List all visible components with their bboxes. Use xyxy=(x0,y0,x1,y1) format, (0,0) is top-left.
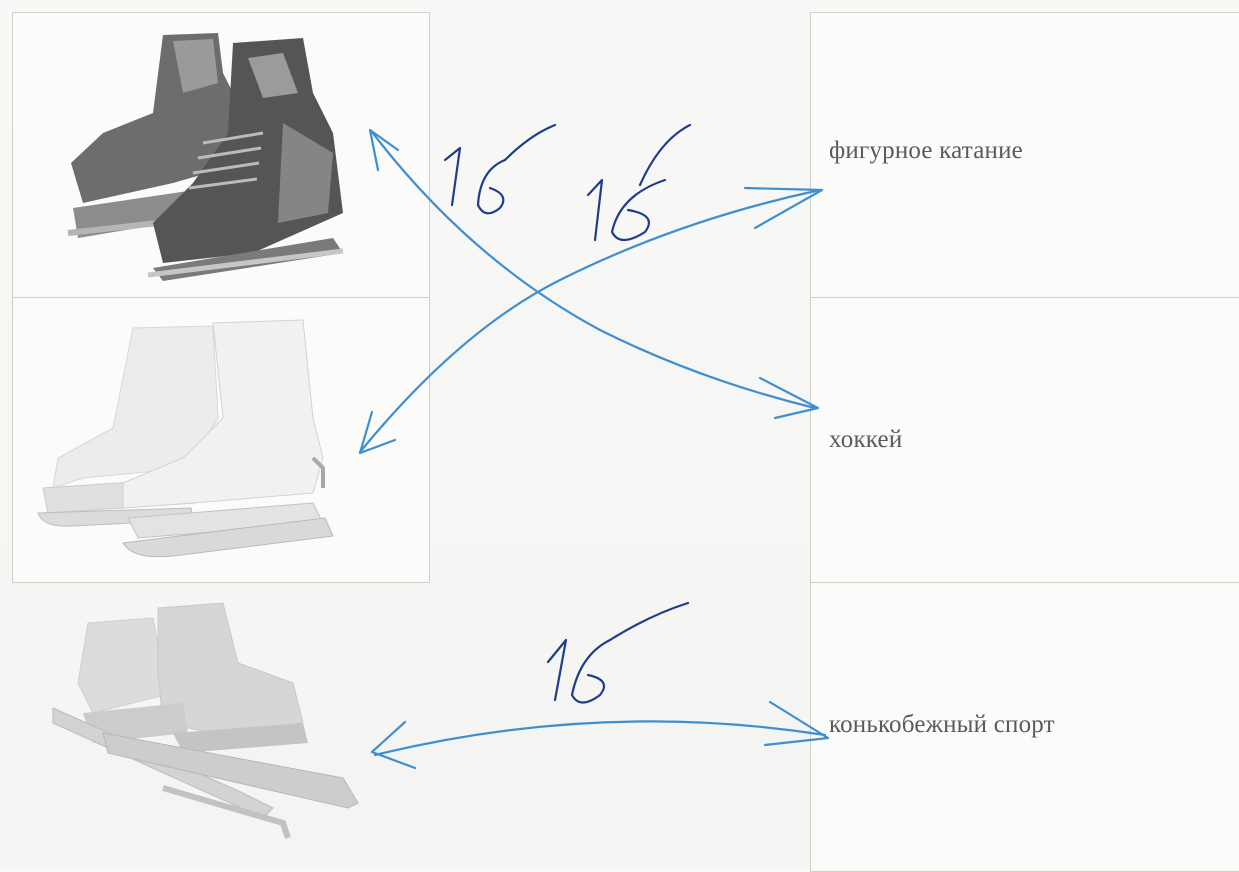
match-arrow-hockey xyxy=(370,130,817,410)
term-cell-figure-skating[interactable]: фигурное катание xyxy=(810,12,1239,298)
term-label: хоккей xyxy=(829,426,903,453)
score-mark-1 xyxy=(443,123,557,215)
term-label: фигурное катание xyxy=(829,137,1023,164)
term-cell-hockey[interactable]: хоккей xyxy=(810,297,1239,583)
figure-skates-icon xyxy=(37,319,334,558)
match-arrow-speed xyxy=(373,720,827,757)
hockey-skates-icon xyxy=(67,33,344,281)
picture-cell-speed-skates[interactable] xyxy=(12,582,430,866)
picture-cell-figure-skates[interactable] xyxy=(12,297,430,583)
term-cell-speed-skating[interactable]: конькобежный спорт xyxy=(810,582,1239,872)
speed-skates-icon xyxy=(52,602,359,839)
term-label: конькобежный спорт xyxy=(829,711,1055,738)
score-mark-3 xyxy=(546,601,690,704)
picture-cell-hockey-skates[interactable] xyxy=(12,12,430,298)
score-mark-2 xyxy=(586,123,692,242)
